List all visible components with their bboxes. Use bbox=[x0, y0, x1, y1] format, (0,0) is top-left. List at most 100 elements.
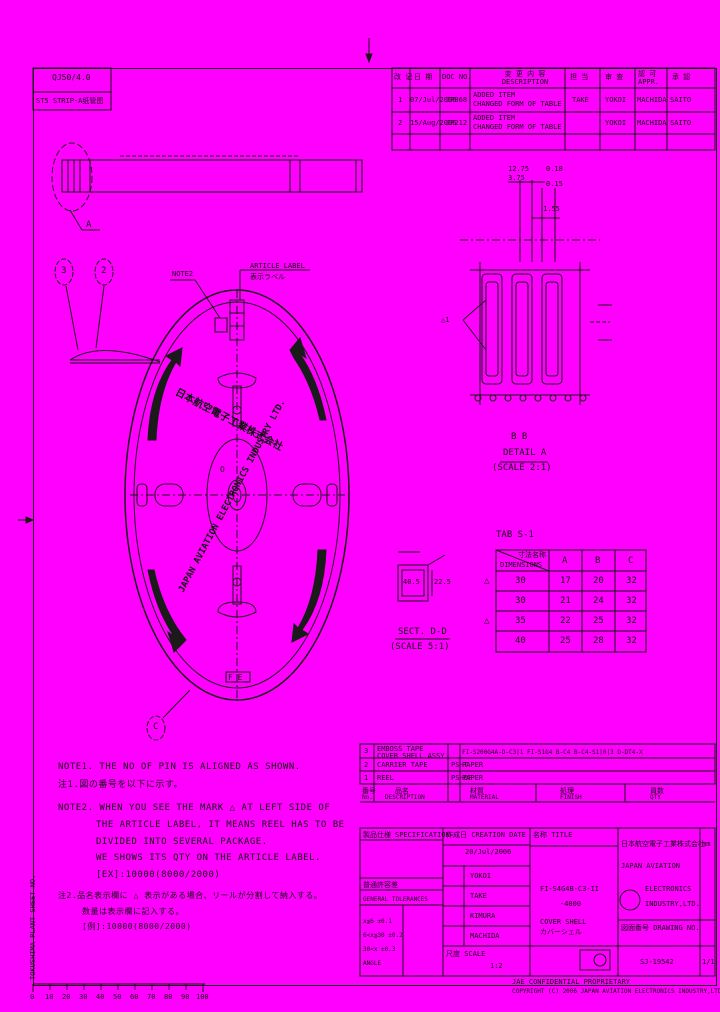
rev-row-appr: MACHIDA bbox=[637, 96, 667, 104]
section-scale: (SCALE 5:1) bbox=[390, 642, 450, 652]
rev-row-mark: 2 bbox=[398, 119, 403, 127]
rev-row-desc1: ADDED ITEM bbox=[473, 114, 516, 122]
section-dim2: 22.5 bbox=[434, 578, 451, 586]
detail-title: DETAIL A bbox=[503, 448, 547, 458]
detail-mark: △1 bbox=[441, 316, 450, 324]
rev-header-appr: 認 可 APPR. bbox=[638, 70, 660, 86]
rev-header-desc: 变 更 内 容 DESCRIPTION bbox=[501, 70, 549, 86]
rev-row-date: 15/Aug/2006 bbox=[410, 119, 457, 127]
rev-row-by: YOKOI bbox=[605, 119, 627, 127]
general-tolerance-label: 普通許容差 bbox=[363, 881, 398, 889]
rev-row-chk: TAKE bbox=[572, 96, 589, 104]
copyright-line2: COPYRIGHT (C) 2006 JAPAN AVIATION ELECTR… bbox=[512, 988, 720, 995]
section-title: SECT. D-D bbox=[398, 627, 447, 637]
detail-title-bb: B B bbox=[511, 432, 528, 442]
table-row-a: 17 bbox=[560, 576, 571, 586]
sheet-number: 1/1 bbox=[702, 958, 715, 966]
title-label: 名称 TITLE bbox=[533, 831, 573, 839]
rev-row-doc: JP068 bbox=[446, 96, 468, 104]
table-row-b: 25 bbox=[593, 616, 604, 626]
reel-direction-label: F E bbox=[228, 673, 243, 682]
part-title: FI-S4G4B-C3-II bbox=[540, 885, 600, 893]
col-header-qty-en: QTY bbox=[650, 794, 661, 801]
rev-header-mark: 改 记 bbox=[394, 73, 413, 81]
scale-label: 尺度 SCALE bbox=[446, 950, 486, 958]
code-box-text: QJ50/4.0 bbox=[52, 73, 91, 82]
col-header-finish-en: FINISH bbox=[560, 794, 582, 801]
col-header-desc: 品名 bbox=[395, 787, 409, 795]
reel-center-mark: O bbox=[220, 465, 225, 474]
drawing-frame bbox=[33, 68, 717, 986]
part-description: COVER SHELL bbox=[540, 918, 587, 926]
dimension-table-corner1: 寸法名称 bbox=[518, 551, 546, 559]
rev-header-final: 承 認 bbox=[672, 73, 691, 81]
spec-label: 製品仕様 bbox=[363, 831, 391, 839]
article-label-text: ARTICLE LABEL bbox=[250, 262, 305, 270]
note2-jp-line2: 数量は表示欄に記入する。 bbox=[82, 907, 184, 916]
ruler-tick-label: 20 bbox=[62, 993, 71, 1001]
rev-row-desc1: ADDED ITEM bbox=[473, 91, 516, 99]
scale-value: 1:2 bbox=[490, 962, 503, 970]
dimension-table-title: TAB S-1 bbox=[496, 530, 534, 540]
general-tolerance-label-en: GENERAL TOLERANCES bbox=[363, 896, 429, 903]
rev-row-final: SAITO bbox=[670, 119, 692, 127]
unit-label: mm bbox=[702, 840, 711, 848]
col-header-qty: 員数 bbox=[650, 787, 664, 795]
leader-label-a: A bbox=[86, 220, 92, 230]
table-row-c: 32 bbox=[626, 636, 637, 646]
col-header-no-en: No. bbox=[362, 794, 373, 801]
rev-row-doc: JP212 bbox=[446, 119, 468, 127]
rev-row-desc2: CHANGED FORM OF TABLE bbox=[473, 123, 562, 131]
detail-dim-a: 12.75 bbox=[508, 165, 530, 173]
table-row-a: 22 bbox=[560, 616, 571, 626]
note2-en-line2: THE ARTICLE LABEL, IT MEANS REEL HAS TO … bbox=[96, 820, 345, 830]
article-label-jp: 表示ラベル bbox=[250, 273, 285, 281]
part-row-desc: EMBOSS TAPE bbox=[377, 745, 424, 753]
part-row-material: PS-T bbox=[451, 761, 468, 769]
ruler-tick-label: 10 bbox=[45, 993, 54, 1001]
ruler-tick-label: 90 bbox=[181, 993, 190, 1001]
note2-en-line1: NOTE2. WHEN YOU SEE THE MARK △ AT LEFT S… bbox=[58, 803, 331, 813]
table-row-c: 32 bbox=[626, 576, 637, 586]
table-row-b: 28 bbox=[593, 636, 604, 646]
rev-header-doc: DOC NO. bbox=[442, 73, 472, 81]
side-margin-text: TOKUSHIMA PLANT SHEET NO. bbox=[29, 874, 37, 980]
drawing-number-label: 図面番号 DRAWING NO. bbox=[621, 924, 700, 932]
company-name-en-line2: ELECTRONICS bbox=[645, 885, 692, 893]
company-name-en-line3: INDUSTRY,LTD. bbox=[645, 900, 700, 908]
code-box-sub: ST5 STRIP-A纸管图 bbox=[36, 97, 104, 105]
note2-en-line3: DIVIDED INTO SEVERAL PACKAGE. bbox=[96, 837, 268, 847]
rev-row-final: SAITO bbox=[670, 96, 692, 104]
note2-label: NOTE2 bbox=[172, 270, 194, 278]
detail-dim-b: 0.18 bbox=[546, 165, 563, 173]
detail-dim-c: 3.75 bbox=[508, 174, 525, 182]
col-header-material: 材質 bbox=[470, 787, 484, 795]
section-dim1: 40.5 bbox=[403, 578, 420, 586]
spec-label-en: SPECIFICATION bbox=[395, 831, 450, 839]
note2-en-line5: [EX]:10000(8000/2000) bbox=[96, 870, 221, 880]
col-header-desc-en: DESCRIPTION bbox=[385, 794, 425, 801]
detail-dim-e: 1.55 bbox=[543, 205, 560, 213]
copyright-line1: JAE CONFIDENTIAL PROPRIETARY bbox=[512, 978, 631, 986]
tolerance-row: 6<x≦30 ±0.2 bbox=[363, 932, 403, 939]
tolerance-row: 30<x ±0.3 bbox=[363, 946, 396, 953]
table-row-no: 30 bbox=[515, 576, 526, 586]
table-row-b: 24 bbox=[593, 596, 604, 606]
leader-label-3: 3 bbox=[61, 266, 67, 276]
rev-header-date: 日 期 bbox=[414, 73, 433, 81]
standard-by: MACHIDA bbox=[470, 932, 500, 940]
drawing-number: SJ-19542 bbox=[640, 958, 674, 966]
ruler-tick-label: 70 bbox=[147, 993, 156, 1001]
table-row-c: 32 bbox=[626, 596, 637, 606]
tolerance-row: ANGLE bbox=[363, 960, 382, 967]
table-row-mark: △ bbox=[484, 576, 490, 586]
leader-label-2: 2 bbox=[101, 266, 107, 276]
part-row-finish: PAPER bbox=[462, 761, 484, 769]
ruler-tick-label: 0 bbox=[30, 993, 35, 1001]
note2-jp-line1: 注2.品名表示欄に △ 表示がある場合、リールが分割して納入する。 bbox=[58, 891, 323, 900]
table-row-no: 35 bbox=[515, 616, 526, 626]
part-row-no: 1 bbox=[364, 774, 369, 782]
table-row-a: 21 bbox=[560, 596, 571, 606]
creation-date-label: 作成日 CREATION DATE bbox=[446, 831, 527, 839]
dimension-table-header-c: C bbox=[628, 556, 634, 566]
